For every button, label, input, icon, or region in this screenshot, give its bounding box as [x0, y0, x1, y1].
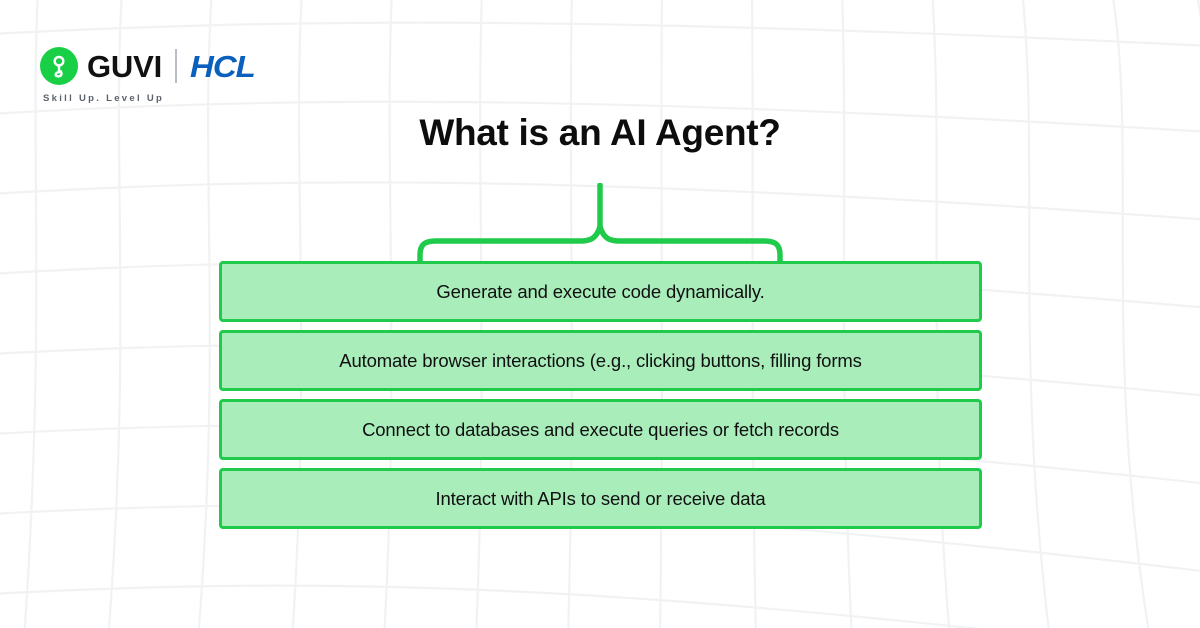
capability-box: Connect to databases and execute queries… [219, 399, 982, 460]
curly-brace-connector-icon [417, 183, 783, 265]
capability-label: Generate and execute code dynamically. [436, 280, 765, 302]
guvi-g-circle-icon [40, 47, 78, 85]
capability-label: Interact with APIs to send or receive da… [435, 487, 766, 509]
guvi-wordmark: GUVI [87, 48, 162, 84]
capability-label: Connect to databases and execute queries… [362, 418, 839, 440]
brand-lockup: GUVI HCL Skill Up. Level Up [40, 46, 256, 104]
brand-tagline: Skill Up. Level Up [43, 93, 165, 104]
hcl-wordmark: HCL [190, 48, 256, 84]
capability-box: Automate browser interactions (e.g., cli… [219, 330, 982, 391]
capability-box-stack: Generate and execute code dynamically. A… [219, 261, 982, 529]
capability-label: Automate browser interactions (e.g., cli… [339, 349, 862, 371]
page-title: What is an AI Agent? [419, 112, 781, 153]
capability-box: Generate and execute code dynamically. [219, 261, 982, 322]
brand-row: GUVI HCL [40, 46, 256, 86]
capability-box: Interact with APIs to send or receive da… [219, 468, 982, 529]
brand-divider [175, 49, 177, 83]
